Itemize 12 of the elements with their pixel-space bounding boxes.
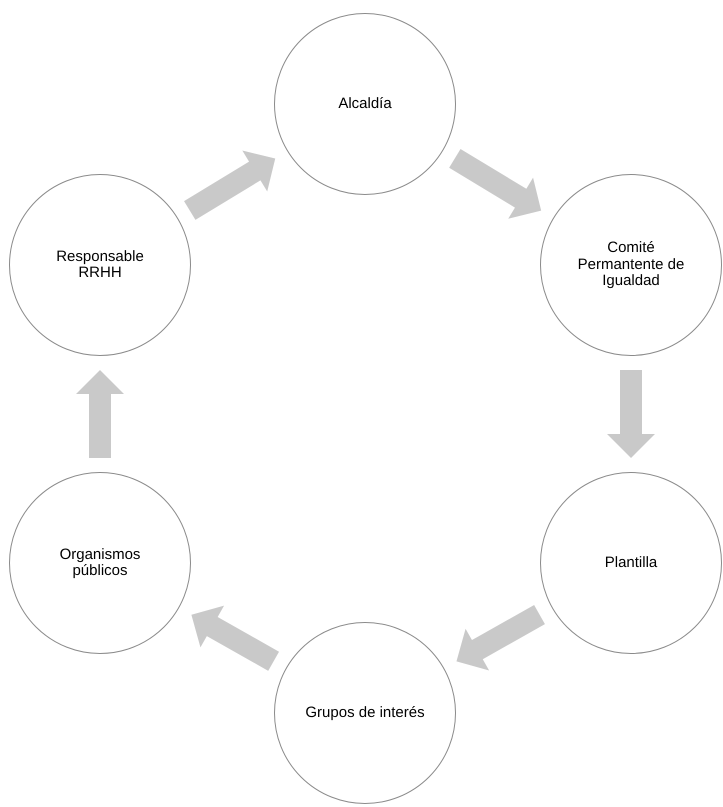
block-arrow (456, 605, 545, 671)
block-arrow (607, 370, 655, 458)
node-label: Responsable RRHH (55, 248, 145, 282)
block-arrow (76, 370, 124, 458)
node-label: Plantilla (604, 554, 658, 572)
block-arrow (184, 150, 276, 220)
block-arrow (191, 606, 280, 671)
node-label: Grupos de interés (305, 704, 425, 722)
block-arrow (449, 148, 542, 219)
node-label: Alcaldía (338, 96, 392, 112)
node-label: Comité Permantente de Igualdad (576, 240, 686, 290)
node-label: Organismos públicos (58, 546, 142, 580)
